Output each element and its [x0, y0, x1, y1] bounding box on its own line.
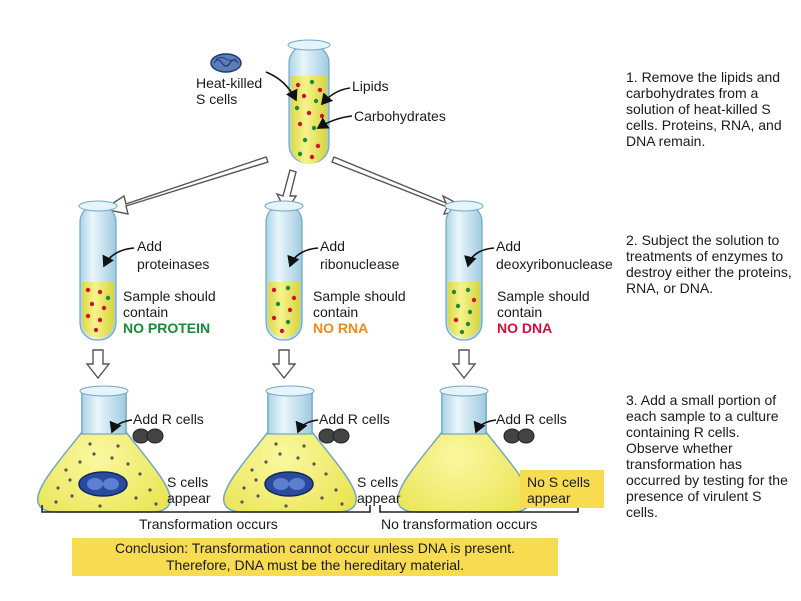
flask-2: [222, 385, 358, 513]
step-2-text: 2. Subject the solution to treatments of…: [626, 232, 792, 296]
heat-killed-s-cell-icon: [210, 53, 242, 73]
lipids-label: Lipids: [352, 78, 389, 94]
no-s-cells-highlight: [520, 470, 604, 508]
enzyme-tube-1: [78, 200, 118, 341]
enzyme-tube-2: [264, 200, 304, 341]
top-test-tube: [287, 39, 331, 164]
flask-3-add-label: Add R cells: [496, 411, 567, 427]
down-arrows: [85, 349, 477, 380]
no-dna-result: NO DNA: [497, 320, 553, 336]
flask-3: [396, 385, 532, 513]
step-3-text: 3. Add a small portion of each sample to…: [626, 392, 788, 520]
transformation-occurs-label: Transformation occurs: [139, 516, 278, 532]
result-brackets: [41, 505, 579, 513]
conclusion-line-1: Conclusion: Transformation cannot occur …: [115, 540, 515, 556]
carbohydrates-label: Carbohydrates: [354, 108, 446, 124]
no-protein-result: NO PROTEIN: [123, 320, 211, 336]
flask-1-add-label: Add R cells: [133, 411, 204, 427]
conclusion-box: Conclusion: Transformation cannot occur …: [72, 538, 558, 576]
r-cells-icon: [132, 428, 535, 444]
no-rna-result: NO RNA: [313, 320, 369, 336]
flask-1: [36, 385, 172, 513]
flask-2-add-label: Add R cells: [319, 411, 390, 427]
no-transformation-label: No transformation occurs: [381, 516, 538, 532]
step-1-text: 1. Remove the lipids and carbohydrates f…: [626, 69, 782, 149]
conclusion-line-2: Therefore, DNA must be the hereditary ma…: [165, 557, 465, 573]
enzyme-tube-3: [444, 200, 484, 341]
heat-killed-label: Heat-killed S cells: [196, 75, 263, 107]
